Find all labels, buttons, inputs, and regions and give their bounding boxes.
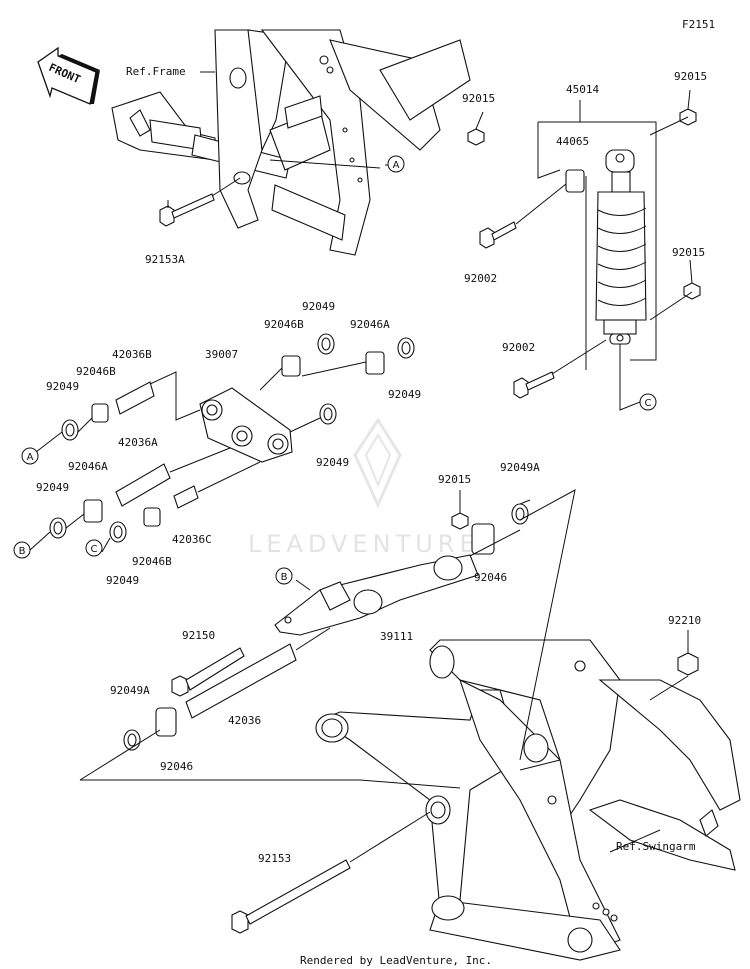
part-label: 39007: [205, 348, 238, 361]
part-label: 92049: [36, 481, 69, 494]
part-label: 92002: [464, 272, 497, 285]
callout-b-left: B: [13, 541, 31, 559]
part-label: 92015: [438, 473, 471, 486]
part-label: 44065: [556, 135, 589, 148]
part-label: 92046: [160, 760, 193, 773]
nut-92015-shock-bottom: [683, 282, 701, 300]
part-label: 92046B: [264, 318, 304, 331]
bearing-92046b-lower: [143, 507, 161, 527]
bearing-92046b-left: [91, 403, 109, 423]
diagram-code: F2151: [682, 18, 715, 31]
front-arrow-icon: FRONT: [37, 46, 100, 105]
part-label: 92049: [388, 388, 421, 401]
callout-b-rocker: B: [275, 567, 293, 585]
bolt-92002-bottom: [513, 371, 555, 399]
part-label: 92049: [316, 456, 349, 469]
swingarm-assembly: [315, 639, 741, 961]
part-label: 42036: [228, 714, 261, 727]
part-label: 42036A: [118, 436, 158, 449]
bolt-92153a: [159, 193, 215, 227]
part-label: 92015: [672, 246, 705, 259]
rocker-arm-39111: [274, 554, 479, 636]
part-label: 92049A: [500, 461, 540, 474]
callout-c-left: C: [85, 539, 103, 557]
sleeve-42036: [185, 643, 297, 719]
seal-92049-b: [317, 333, 335, 355]
sleeve-42036b: [115, 381, 155, 415]
part-label: 92002: [502, 341, 535, 354]
part-label: 92046A: [350, 318, 390, 331]
svg-text:A: A: [27, 452, 34, 463]
seal-92049-c: [397, 337, 415, 359]
part-label: 92049A: [110, 684, 150, 697]
nut-92015-swingarm: [451, 512, 469, 530]
seal-92049-f: [109, 521, 127, 543]
part-label: 45014: [566, 83, 599, 96]
seal-92049a-right: [511, 503, 529, 525]
sleeve-42036c: [173, 485, 199, 509]
callout-a-frame: A: [387, 155, 405, 173]
bolt-92153: [231, 859, 351, 934]
callout-c-shock: C: [639, 393, 657, 411]
part-label: 92046B: [132, 555, 172, 568]
part-label: 92049: [302, 300, 335, 313]
shock-absorber-45014: [595, 149, 647, 345]
part-label: 92210: [668, 614, 701, 627]
bearing-92046-left: [155, 707, 177, 737]
part-label: 92046A: [68, 460, 108, 473]
svg-text:A: A: [393, 160, 400, 171]
part-label: 92049: [46, 380, 79, 393]
part-label: 39111: [380, 630, 413, 643]
watermark-text: LEADVENTURE: [248, 530, 480, 558]
credit-text: Rendered by LeadVenture, Inc.: [300, 954, 492, 967]
part-label: 42036C: [172, 533, 212, 546]
bearing-92046a-top: [365, 351, 385, 375]
bearing-92046b-top: [281, 355, 301, 377]
frame-assembly: [111, 29, 471, 256]
tie-rod-39007: [199, 387, 293, 463]
bushing-44065: [565, 169, 585, 193]
part-label: 92015: [462, 92, 495, 105]
bolt-92002-top: [479, 221, 517, 249]
seal-92049-d: [319, 403, 337, 425]
leader-lines: [29, 71, 693, 863]
sleeve-42036a: [115, 463, 171, 507]
bearing-92046a-left: [83, 499, 103, 523]
bolt-92150: [171, 647, 245, 697]
seal-92049-e: [49, 517, 67, 539]
ref-swingarm-label: Ref.Swingarm: [616, 840, 696, 853]
part-label: 42036B: [112, 348, 152, 361]
part-label: 92015: [674, 70, 707, 83]
watermark: LEADVENTURE: [248, 417, 480, 558]
part-label: 92153A: [145, 253, 185, 266]
svg-text:C: C: [91, 544, 98, 555]
part-label: 92049: [106, 574, 139, 587]
nut-92015-frame: [467, 128, 485, 146]
callout-a-left: A: [21, 447, 39, 465]
svg-text:B: B: [19, 546, 26, 557]
svg-text:B: B: [281, 572, 288, 583]
ref-frame-label: Ref.Frame: [126, 65, 186, 78]
part-label: 92046B: [76, 365, 116, 378]
nut-92210: [677, 652, 699, 676]
svg-text:C: C: [645, 398, 652, 409]
part-label: 92046: [474, 571, 507, 584]
seal-92049-a: [61, 419, 79, 441]
part-label: 92150: [182, 629, 215, 642]
part-label: 92153: [258, 852, 291, 865]
